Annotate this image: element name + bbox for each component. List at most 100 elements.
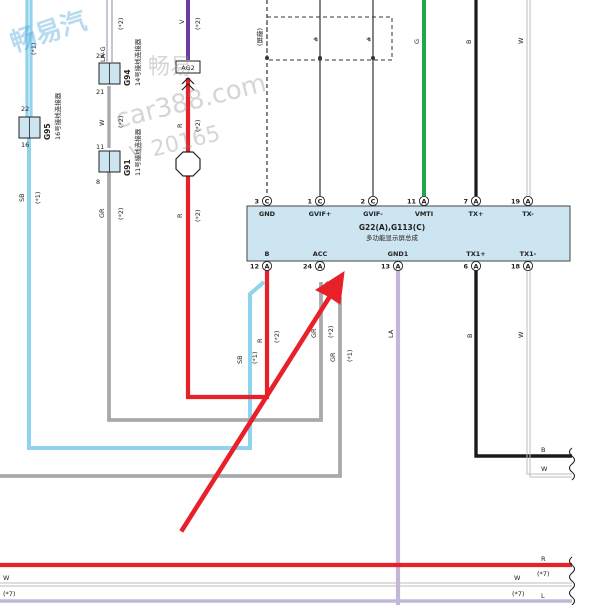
watermark-logo: 畅易汽: [7, 6, 90, 59]
svg-text:6: 6: [463, 263, 468, 271]
svg-text:(*2): (*2): [117, 18, 125, 30]
wire-la-g: [106, 0, 113, 62]
svg-text:C: C: [265, 197, 270, 205]
svg-text:18: 18: [511, 263, 521, 271]
svg-text:(*1): (*1): [251, 352, 259, 364]
svg-text:G95: G95: [43, 123, 52, 140]
svg-text:14号接线连接器: 14号接线连接器: [133, 38, 142, 86]
svg-text:G94: G94: [123, 69, 132, 86]
svg-text:B: B: [465, 40, 473, 44]
svg-text:GVIF-: GVIF-: [363, 210, 383, 218]
svg-text:TX-: TX-: [522, 210, 534, 218]
splice-octagon: [175, 151, 201, 177]
svg-text:(*2): (*2): [194, 210, 202, 222]
svg-text:G91: G91: [123, 159, 132, 176]
svg-text:(*7): (*7): [537, 570, 549, 578]
svg-text:R: R: [256, 338, 264, 343]
wire-w-top: [526, 0, 531, 196]
svg-text:24: 24: [303, 263, 313, 271]
svg-text:12: 12: [250, 263, 259, 271]
svg-text:(*7): (*7): [512, 590, 524, 598]
wire-sb-loop: [25, 0, 266, 450]
svg-text:19: 19: [511, 198, 521, 206]
svg-text:W: W: [541, 465, 548, 473]
svg-text:3: 3: [254, 198, 259, 206]
svg-text:A: A: [421, 197, 426, 205]
connector-g95: 22 16 G95 16号接线连接器: [18, 92, 62, 149]
svg-text:(*2): (*2): [194, 18, 202, 30]
top-pin-gvif-plus: C 1 GVIF+: [307, 195, 332, 218]
svg-text:(*7): (*7): [3, 590, 15, 598]
svg-text:W: W: [517, 331, 525, 338]
connector-ag2: AG2: [175, 60, 201, 91]
svg-text:TX1-: TX1-: [520, 250, 537, 258]
svg-text:A: A: [525, 262, 530, 270]
module-block: [246, 205, 571, 262]
svg-text:L: L: [541, 592, 545, 600]
svg-text:V: V: [178, 19, 186, 24]
svg-text:LA-G: LA-G: [99, 46, 107, 62]
svg-text:R: R: [176, 213, 184, 218]
svg-text:(*1): (*1): [30, 43, 38, 55]
svg-text:LA: LA: [387, 329, 395, 338]
svg-text:11: 11: [407, 198, 417, 206]
svg-text:AG2: AG2: [181, 64, 195, 72]
svg-text:B: B: [466, 334, 474, 338]
svg-text:SB: SB: [18, 193, 26, 202]
svg-text:C: C: [371, 197, 376, 205]
svg-text:21: 21: [96, 88, 104, 96]
svg-text:(*1): (*1): [346, 350, 354, 362]
module-name: G22(A),G113(C): [359, 223, 425, 232]
bottom-pin-tx1-plus: TX1+ A 6: [463, 250, 486, 272]
top-pin-gnd: C 3 GND: [254, 195, 276, 218]
wire-w-bottom: [526, 270, 572, 478]
svg-text:GVIF+: GVIF+: [309, 210, 332, 218]
svg-text:7: 7: [463, 198, 468, 206]
svg-text:A: A: [473, 262, 478, 270]
annotation-arrow: [179, 271, 345, 533]
svg-text:(*2): (*2): [327, 326, 335, 338]
svg-text:GND1: GND1: [388, 250, 409, 258]
svg-text:A: A: [264, 262, 269, 270]
svg-text:11号接线连接器: 11号接线连接器: [133, 128, 142, 176]
svg-text:A: A: [395, 262, 400, 270]
wire-r-red: [185, 78, 270, 400]
svg-text:B: B: [541, 446, 545, 454]
horizontal-wire-labels: B W R (*7) W W (*7) (*7) L: [3, 446, 549, 600]
wire-gr-left: [107, 86, 323, 422]
svg-text:W: W: [98, 119, 106, 126]
svg-text:R: R: [541, 555, 546, 563]
svg-text:SB: SB: [236, 355, 244, 364]
connector-g91: 11 8 G91 11号接线连接器: [96, 128, 142, 186]
watermark-extra: 畅易: [148, 55, 192, 80]
svg-text:G: G: [413, 39, 421, 44]
svg-text:22: 22: [21, 105, 29, 113]
svg-text:VMTI: VMTI: [415, 210, 433, 218]
svg-text:B: B: [265, 250, 270, 258]
wire-labels: LA-G (*2) (*1) V (*2) R (*2) R (*2) W (*…: [18, 18, 525, 364]
svg-text:A: A: [525, 197, 530, 205]
svg-text:C: C: [318, 197, 323, 205]
svg-text:(屏蔽): (屏蔽): [255, 28, 264, 46]
svg-text:13: 13: [381, 263, 390, 271]
svg-text:(*2): (*2): [117, 116, 125, 128]
svg-text:(*2): (*2): [194, 120, 202, 132]
wire-shield-dashed: [265, 0, 393, 196]
svg-text:TX+: TX+: [469, 210, 484, 218]
wire-b-bottom: [474, 270, 572, 458]
wire-bottom-horizontals: [0, 562, 572, 603]
svg-text:A: A: [473, 197, 478, 205]
svg-text:(*1): (*1): [34, 192, 42, 204]
svg-text:GND: GND: [259, 210, 276, 218]
top-pin-vmti: A 11 VMTI: [407, 195, 433, 218]
svg-text:GR: GR: [98, 208, 106, 218]
bottom-pin-gnd1: GND1 A 13: [381, 250, 409, 272]
svg-text:GR: GR: [310, 328, 318, 338]
top-pin-gvif-minus: C 2 GVIF-: [360, 195, 383, 218]
svg-text:ACC: ACC: [313, 250, 328, 258]
svg-text:16号接线连接器: 16号接线连接器: [53, 92, 62, 140]
svg-text:A: A: [317, 262, 322, 270]
svg-text:TX1+: TX1+: [466, 250, 485, 258]
svg-text:#: #: [365, 37, 373, 42]
top-pin-tx-plus: A 7 TX+: [463, 195, 484, 218]
